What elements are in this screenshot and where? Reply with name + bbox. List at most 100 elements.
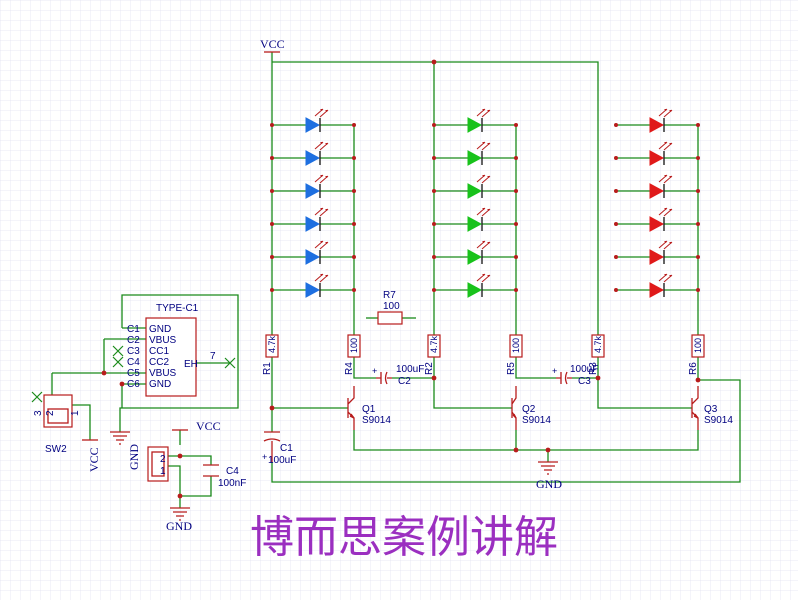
svg-text:4.7k: 4.7k bbox=[267, 335, 277, 353]
led-column-green bbox=[432, 108, 518, 298]
led-blue bbox=[270, 240, 356, 265]
svg-text:7: 7 bbox=[210, 351, 216, 362]
svg-text:4.7k: 4.7k bbox=[429, 335, 439, 353]
capacitor-c4: C4 100nF bbox=[203, 464, 246, 489]
svg-text:4.7k: 4.7k bbox=[593, 335, 603, 353]
svg-text:VCC: VCC bbox=[196, 419, 221, 433]
resistor-r5: 100 R5 bbox=[506, 334, 523, 375]
page-title: 博而思案例讲解 bbox=[250, 512, 558, 563]
svg-text:3: 3 bbox=[33, 410, 44, 416]
transistor-q3: Q3 S9014 bbox=[691, 386, 733, 430]
usb-pin-name: VBUS bbox=[149, 368, 177, 379]
svg-text:SW2: SW2 bbox=[45, 444, 67, 455]
usb-pin-number: C5 bbox=[127, 368, 140, 379]
led-green bbox=[432, 108, 518, 133]
vcc-symbol-top: VCC bbox=[260, 37, 285, 53]
svg-text:GND: GND bbox=[536, 477, 562, 491]
capacitor-c1: + C1 100uF bbox=[262, 431, 296, 466]
svg-text:+: + bbox=[552, 366, 557, 376]
led-columns bbox=[270, 108, 700, 298]
svg-text:S9014: S9014 bbox=[362, 415, 391, 426]
svg-text:S9014: S9014 bbox=[704, 415, 733, 426]
svg-text:R3: R3 bbox=[588, 362, 599, 375]
svg-text:100uF: 100uF bbox=[570, 364, 598, 375]
svg-text:C3: C3 bbox=[578, 376, 591, 387]
led-column-red bbox=[614, 108, 700, 298]
led-green bbox=[432, 174, 518, 199]
usb-pin-number: C2 bbox=[127, 335, 140, 346]
led-blue bbox=[270, 141, 356, 166]
svg-text:R7: R7 bbox=[383, 290, 396, 301]
transistor-q1: Q1 S9014 bbox=[347, 386, 391, 430]
resistor-r7: R7 100 bbox=[377, 290, 403, 325]
svg-text:100nF: 100nF bbox=[218, 478, 246, 489]
svg-text:S9014: S9014 bbox=[522, 415, 551, 426]
svg-text:100uF: 100uF bbox=[268, 455, 296, 466]
svg-text:R1: R1 bbox=[262, 362, 273, 375]
svg-text:+: + bbox=[372, 366, 377, 376]
led-green bbox=[432, 141, 518, 166]
resistor-r6: 100 R6 bbox=[688, 334, 705, 375]
usb-pin-name: CC1 bbox=[149, 346, 169, 357]
svg-text:R5: R5 bbox=[506, 362, 517, 375]
gnd-symbol-usb bbox=[110, 431, 130, 445]
svg-text:GND: GND bbox=[166, 519, 192, 533]
led-blue bbox=[270, 207, 356, 232]
transistor-q2: Q2 S9014 bbox=[511, 386, 551, 430]
led-red bbox=[614, 108, 700, 133]
capacitor-c3: + 100uF C3 bbox=[552, 364, 598, 387]
resistor-r2: 4.7k R2 bbox=[424, 334, 441, 375]
led-red bbox=[614, 207, 700, 232]
resistor-r3: 4.7k R3 bbox=[588, 334, 605, 375]
usb-pin-name: GND bbox=[149, 379, 171, 390]
svg-text:R4: R4 bbox=[344, 362, 355, 375]
usb-pin-name: GND bbox=[149, 324, 171, 335]
svg-text:VCC: VCC bbox=[87, 447, 101, 472]
svg-text:100: 100 bbox=[349, 338, 359, 353]
led-green bbox=[432, 207, 518, 232]
svg-text:Q3: Q3 bbox=[704, 404, 718, 415]
junction-dots bbox=[101, 59, 701, 499]
switch-sw2: 3 2 1 SW2 bbox=[31, 391, 81, 455]
resistor-r4: 100 R4 bbox=[344, 334, 361, 375]
led-red bbox=[614, 141, 700, 166]
led-blue bbox=[270, 174, 356, 199]
svg-text:100: 100 bbox=[511, 338, 521, 353]
led-red bbox=[614, 240, 700, 265]
svg-text:R2: R2 bbox=[424, 362, 435, 375]
svg-text:1: 1 bbox=[70, 410, 81, 416]
svg-text:C2: C2 bbox=[398, 376, 411, 387]
svg-text:+: + bbox=[262, 452, 267, 462]
svg-text:100: 100 bbox=[693, 338, 703, 353]
usb-pin-number: C3 bbox=[127, 346, 140, 357]
vcc-symbol-connector: VCC bbox=[172, 419, 221, 433]
svg-text:TYPE-C1: TYPE-C1 bbox=[156, 303, 199, 314]
svg-text:100uF: 100uF bbox=[396, 364, 424, 375]
svg-text:Q1: Q1 bbox=[362, 404, 376, 415]
gnd-symbol-connector: GND bbox=[166, 507, 192, 533]
usb-pin-number: C4 bbox=[127, 357, 140, 368]
led-red bbox=[614, 174, 700, 199]
vcc-symbol-switch: VCC bbox=[82, 439, 101, 472]
gnd-symbol-main: GND bbox=[536, 461, 562, 491]
svg-text:100: 100 bbox=[383, 301, 400, 312]
led-blue bbox=[270, 273, 356, 298]
svg-text:VCC: VCC bbox=[260, 37, 285, 51]
usb-pin-number: C6 bbox=[127, 379, 140, 390]
led-blue bbox=[270, 108, 356, 133]
svg-text:2: 2 bbox=[160, 454, 166, 465]
capacitor-c2: + 100uF C2 bbox=[372, 364, 424, 387]
svg-text:R6: R6 bbox=[688, 362, 699, 375]
led-column-blue bbox=[270, 108, 356, 298]
usb-pin-name: VBUS bbox=[149, 335, 177, 346]
svg-text:C4: C4 bbox=[226, 466, 239, 477]
gnd-symbol-switch: GND bbox=[127, 444, 141, 470]
svg-text:1: 1 bbox=[160, 466, 166, 477]
led-green bbox=[432, 240, 518, 265]
resistor-r1: 4.7k R1 bbox=[262, 334, 279, 375]
svg-text:Q2: Q2 bbox=[522, 404, 536, 415]
